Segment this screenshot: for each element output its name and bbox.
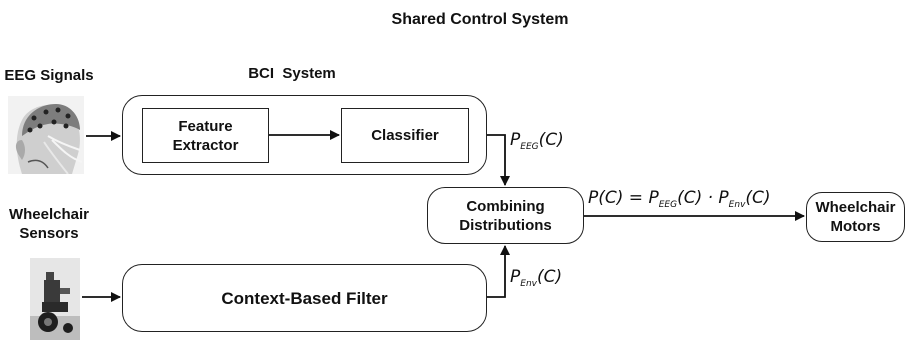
motors-line2: Motors <box>830 218 881 235</box>
bci-system-label: BCI System <box>248 65 336 82</box>
p-eeg-main: P <box>510 130 521 150</box>
wheelchair-motors-box: Wheelchair Motors <box>806 192 905 242</box>
combining-line1: Combining <box>466 197 545 215</box>
p-eeg-arg: (C) <box>538 130 564 150</box>
p-env-main: P <box>510 267 521 287</box>
combined-mid: (C) · P <box>677 188 729 208</box>
feature-extractor-line1: Feature <box>178 117 233 135</box>
wheelchair-sensors-label: Wheelchair Sensors <box>0 205 98 243</box>
arrow-filter-to-combiner <box>487 245 510 298</box>
arrow-bci-to-combiner <box>487 134 510 186</box>
wheelchair-sensors-label-line2: Sensors <box>19 225 79 242</box>
p-env-sub: Env <box>520 279 537 289</box>
classifier-box: Classifier <box>341 108 469 163</box>
combined-lhs: P(C) = P <box>588 188 659 208</box>
p-env-label: PEnv(C) <box>510 267 562 289</box>
combining-line2: Distributions <box>459 216 552 234</box>
context-based-filter-box: Context-Based Filter <box>122 264 487 332</box>
combined-sub1: EEG <box>658 200 678 210</box>
motors-line1: Wheelchair <box>815 199 896 216</box>
combining-distributions-box: Combining Distributions <box>427 187 584 244</box>
combined-rhs: (C) <box>745 188 771 208</box>
combined-sub2: Env <box>728 200 746 210</box>
p-eeg-sub: EEG <box>520 142 539 152</box>
combined-equation: P(C) = PEEG(C) · PEnv(C) <box>588 188 771 210</box>
eeg-signals-label: EEG Signals <box>4 67 94 84</box>
wheelchair-sensors-label-line1: Wheelchair <box>8 206 90 223</box>
eeg-head-image <box>8 96 84 174</box>
wheelchair-image <box>30 258 80 340</box>
feature-extractor-line2: Extractor <box>172 136 239 154</box>
diagram-title: Shared Control System <box>391 11 569 28</box>
feature-extractor-box: Feature Extractor <box>142 108 269 163</box>
p-eeg-label: PEEG(C) <box>510 130 564 152</box>
p-env-arg: (C) <box>536 267 563 287</box>
